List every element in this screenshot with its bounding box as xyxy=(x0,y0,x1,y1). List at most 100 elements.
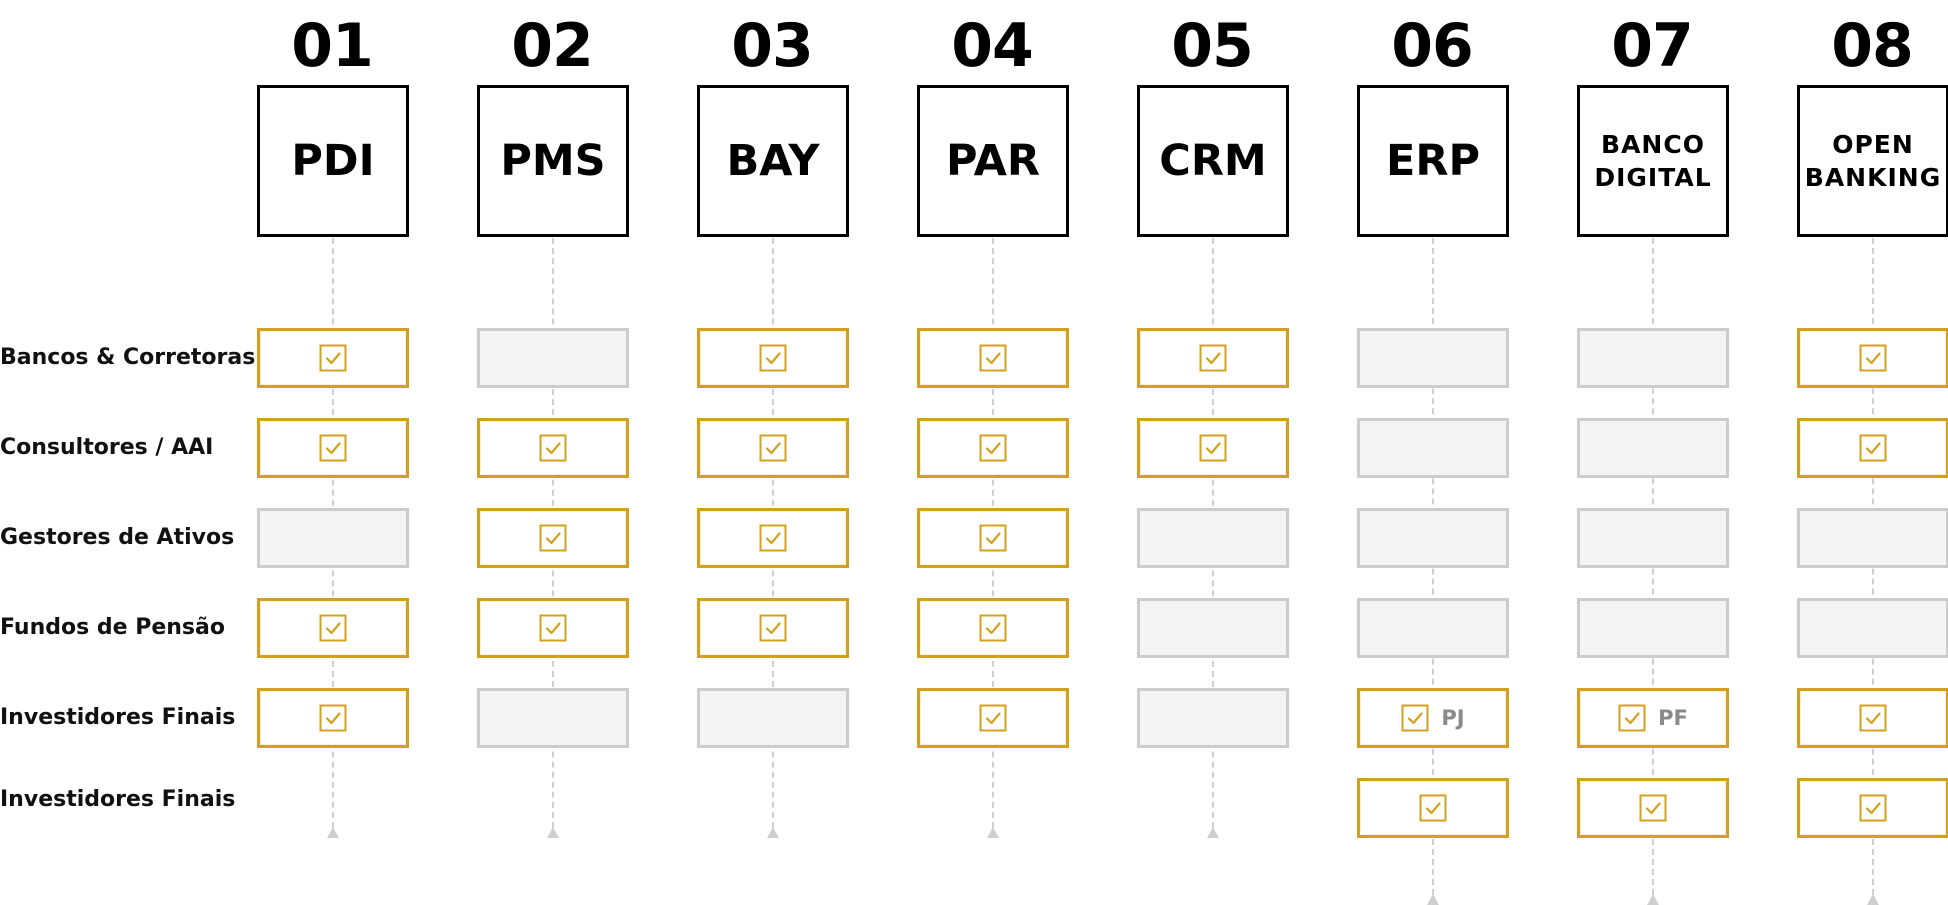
cell-checked xyxy=(1137,418,1289,478)
row-label: Gestores de Ativos xyxy=(0,525,235,550)
cell-empty xyxy=(1797,508,1948,568)
column-number: 03 xyxy=(731,11,814,81)
cell-empty xyxy=(1577,508,1729,568)
cell-checked xyxy=(257,418,409,478)
checkbox-check-icon xyxy=(539,434,567,462)
checkbox-check-icon xyxy=(539,614,567,642)
arrow-up-icon xyxy=(547,827,559,838)
checkbox-check-icon xyxy=(1859,704,1887,732)
column-number: 05 xyxy=(1171,11,1254,81)
cell-empty xyxy=(1137,508,1289,568)
checkbox-check-icon xyxy=(319,344,347,372)
cell-checked: PF xyxy=(1577,688,1729,748)
row-label: Investidores Finais xyxy=(0,787,236,812)
column-number: 08 xyxy=(1831,11,1914,81)
cell-empty xyxy=(1577,598,1729,658)
checkbox-check-icon xyxy=(979,614,1007,642)
cell-checked xyxy=(1797,688,1948,748)
cell-checked xyxy=(1357,778,1509,838)
checkbox-check-icon xyxy=(979,704,1007,732)
arrow-up-icon xyxy=(1207,827,1219,838)
checkbox-check-icon xyxy=(1419,794,1447,822)
product-box: PAR xyxy=(917,85,1069,237)
cell-empty xyxy=(477,688,629,748)
checkbox-check-icon xyxy=(759,524,787,552)
checkbox-check-icon xyxy=(1859,434,1887,462)
cell-checked xyxy=(917,418,1069,478)
cell-empty xyxy=(1357,508,1509,568)
cell-checked xyxy=(1797,418,1948,478)
checkbox-check-icon xyxy=(979,434,1007,462)
cell-empty xyxy=(477,328,629,388)
checkbox-check-icon xyxy=(759,614,787,642)
checkbox-check-icon xyxy=(1199,344,1227,372)
checkbox-check-icon xyxy=(1859,794,1887,822)
row-label: Consultores / AAI xyxy=(0,435,214,460)
product-box: PDI xyxy=(257,85,409,237)
cell-empty xyxy=(1137,598,1289,658)
cell-empty xyxy=(1357,418,1509,478)
product-box: BANCO DIGITAL xyxy=(1577,85,1729,237)
checkbox-check-icon xyxy=(319,434,347,462)
checkbox-check-icon xyxy=(319,704,347,732)
cell-empty xyxy=(1137,688,1289,748)
checkbox-check-icon xyxy=(759,344,787,372)
checkbox-check-icon xyxy=(979,524,1007,552)
cell-checked xyxy=(697,598,849,658)
row-label: Bancos & Corretoras xyxy=(0,345,256,370)
checkbox-check-icon xyxy=(319,614,347,642)
cell-tag: PJ xyxy=(1441,706,1465,730)
cell-checked xyxy=(477,598,629,658)
product-box: PMS xyxy=(477,85,629,237)
arrow-up-icon xyxy=(1427,894,1439,905)
cell-empty xyxy=(1357,598,1509,658)
checkbox-check-icon xyxy=(759,434,787,462)
checkbox-check-icon xyxy=(1199,434,1227,462)
arrow-up-icon xyxy=(987,827,999,838)
column-number: 02 xyxy=(511,11,594,81)
cell-empty xyxy=(1797,598,1948,658)
arrow-up-icon xyxy=(1867,894,1879,905)
checkbox-check-icon xyxy=(1618,704,1646,732)
column-number: 04 xyxy=(951,11,1034,81)
arrow-up-icon xyxy=(1647,894,1659,905)
product-box: OPEN BANKING xyxy=(1797,85,1948,237)
checkbox-check-icon xyxy=(979,344,1007,372)
column-number: 01 xyxy=(291,11,374,81)
cell-checked xyxy=(917,598,1069,658)
cell-checked xyxy=(697,508,849,568)
cell-checked xyxy=(917,688,1069,748)
cell-checked xyxy=(1797,778,1948,838)
checkbox-check-icon xyxy=(1639,794,1667,822)
arrow-up-icon xyxy=(767,827,779,838)
cell-checked xyxy=(1577,778,1729,838)
cell-checked xyxy=(477,418,629,478)
cell-checked xyxy=(257,328,409,388)
checkbox-check-icon xyxy=(539,524,567,552)
checkbox-check-icon xyxy=(1859,344,1887,372)
cell-checked xyxy=(1797,328,1948,388)
cell-checked xyxy=(917,328,1069,388)
row-label: Fundos de Pensão xyxy=(0,615,225,640)
cell-checked xyxy=(477,508,629,568)
cell-checked xyxy=(697,418,849,478)
row-label: Investidores Finais xyxy=(0,705,236,730)
checkbox-check-icon xyxy=(1401,704,1429,732)
column-number: 07 xyxy=(1611,11,1694,81)
product-box: ERP xyxy=(1357,85,1509,237)
cell-tag: PF xyxy=(1658,706,1688,730)
cell-checked xyxy=(1137,328,1289,388)
cell-checked xyxy=(257,598,409,658)
cell-empty xyxy=(1357,328,1509,388)
product-box: BAY xyxy=(697,85,849,237)
cell-empty xyxy=(697,688,849,748)
cell-checked xyxy=(697,328,849,388)
column-number: 06 xyxy=(1391,11,1474,81)
arrow-up-icon xyxy=(327,827,339,838)
cell-empty xyxy=(1577,418,1729,478)
cell-checked xyxy=(917,508,1069,568)
cell-empty xyxy=(1577,328,1729,388)
product-box: CRM xyxy=(1137,85,1289,237)
cell-empty xyxy=(257,508,409,568)
cell-checked xyxy=(257,688,409,748)
